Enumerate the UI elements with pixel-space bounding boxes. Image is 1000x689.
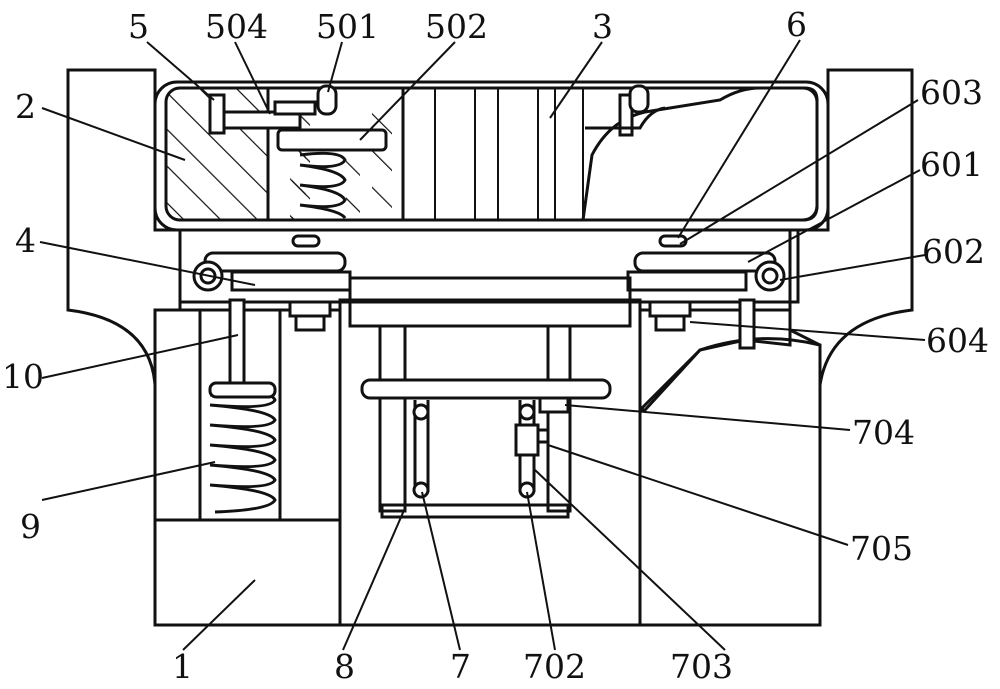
label-502: 502	[425, 7, 488, 46]
label-10: 10	[2, 357, 44, 396]
label-604: 604	[926, 321, 989, 360]
label-3: 3	[592, 7, 613, 46]
label-501: 501	[316, 7, 379, 46]
label-704: 704	[852, 413, 915, 452]
label-2: 2	[15, 87, 36, 126]
label-602: 602	[922, 232, 985, 271]
hinge-assembly	[178, 228, 800, 332]
label-601: 601	[920, 145, 983, 184]
base-housing	[66, 68, 914, 627]
carriage	[360, 324, 612, 519]
label-5: 5	[128, 7, 149, 46]
leader-lines	[39, 39, 926, 651]
label-705: 705	[850, 529, 913, 568]
label-4: 4	[15, 221, 36, 260]
label-7: 7	[450, 647, 471, 686]
left-spring	[198, 298, 282, 522]
right-post	[738, 298, 756, 350]
label-9: 9	[20, 507, 41, 546]
label-504: 504	[205, 7, 268, 46]
part-labels: 5 504 501 502 3 6 603 601 602 604 2 4 10…	[2, 5, 989, 686]
top-box	[153, 80, 830, 232]
label-603: 603	[920, 73, 983, 112]
label-8: 8	[334, 647, 355, 686]
label-1: 1	[172, 647, 193, 686]
label-702: 702	[523, 647, 586, 686]
label-6: 6	[786, 5, 807, 44]
label-703: 703	[670, 647, 733, 686]
